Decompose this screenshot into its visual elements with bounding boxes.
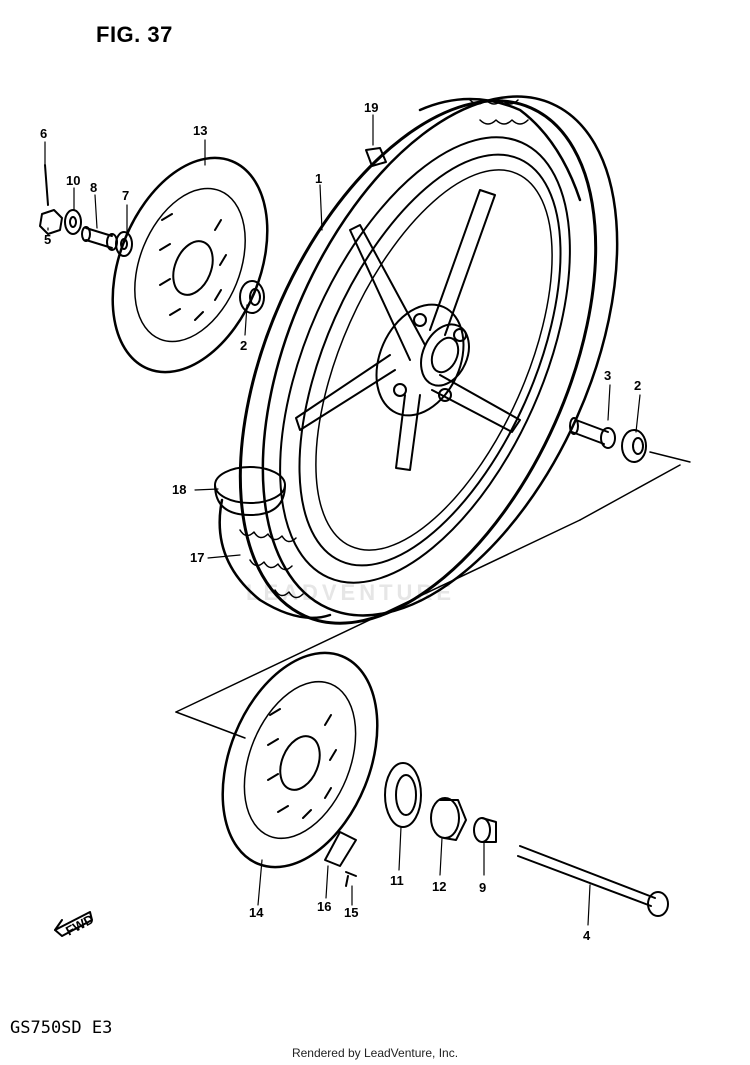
- footer-credit: Rendered by LeadVenture, Inc.: [291, 1046, 459, 1060]
- wheel-rim[interactable]: [220, 95, 629, 626]
- callout-12: 12: [432, 879, 446, 894]
- axle-collar-8[interactable]: [81, 226, 118, 251]
- upper-brake-disc[interactable]: [83, 135, 297, 395]
- inner-tube[interactable]: [214, 466, 286, 516]
- bearing-2-right[interactable]: [621, 429, 647, 463]
- callout-5: 5: [44, 232, 51, 247]
- callout-14: 14: [249, 905, 264, 920]
- collar-9[interactable]: [473, 817, 497, 843]
- callout-9: 9: [479, 880, 486, 895]
- front-axle-4[interactable]: [517, 845, 669, 917]
- washer-10[interactable]: [64, 209, 82, 235]
- callout-2-right: 2: [634, 378, 641, 393]
- callout-1: 1: [315, 171, 322, 186]
- callout-18: 18: [172, 482, 186, 497]
- wheel-spokes: [295, 189, 521, 471]
- tire[interactable]: [168, 43, 689, 677]
- callout-8: 8: [90, 180, 97, 195]
- callout-7: 7: [122, 188, 129, 203]
- bearing-2-left[interactable]: [239, 280, 265, 314]
- callout-17: 17: [190, 550, 204, 565]
- lock-washer-16[interactable]: [324, 831, 357, 867]
- callout-4: 4: [583, 928, 591, 943]
- callout-6: 6: [40, 126, 47, 141]
- wheel-hub: [375, 303, 470, 417]
- callout-10: 10: [66, 173, 80, 188]
- bolt-6[interactable]: [44, 164, 49, 206]
- model-code: GS750SD E3: [10, 1018, 113, 1038]
- valve-cap[interactable]: [365, 147, 387, 167]
- callout-3: 3: [604, 368, 611, 383]
- lower-brake-disc[interactable]: [193, 630, 407, 890]
- callout-labels: 1 2 2 3 4 5 6 7 8 9 10 11 12 13 14 15 16…: [40, 100, 641, 943]
- fwd-arrow-icon: [54, 911, 93, 937]
- seal-11[interactable]: [384, 762, 422, 828]
- leader-lines: [44, 114, 641, 926]
- fwd-label: FWD: [63, 911, 96, 938]
- nut-5[interactable]: [39, 209, 63, 235]
- disc-bolt-15[interactable]: [345, 871, 357, 887]
- callout-11: 11: [390, 873, 404, 888]
- figure-title: FIG. 37: [96, 22, 173, 47]
- spacer-3[interactable]: [569, 417, 616, 449]
- callout-19: 19: [364, 100, 378, 115]
- speedometer-gearbox-12[interactable]: [430, 797, 467, 841]
- callout-2-left: 2: [240, 338, 247, 353]
- callout-15: 15: [344, 905, 358, 920]
- callout-13: 13: [193, 123, 207, 138]
- callout-16: 16: [317, 899, 331, 914]
- spacer-7[interactable]: [115, 231, 133, 257]
